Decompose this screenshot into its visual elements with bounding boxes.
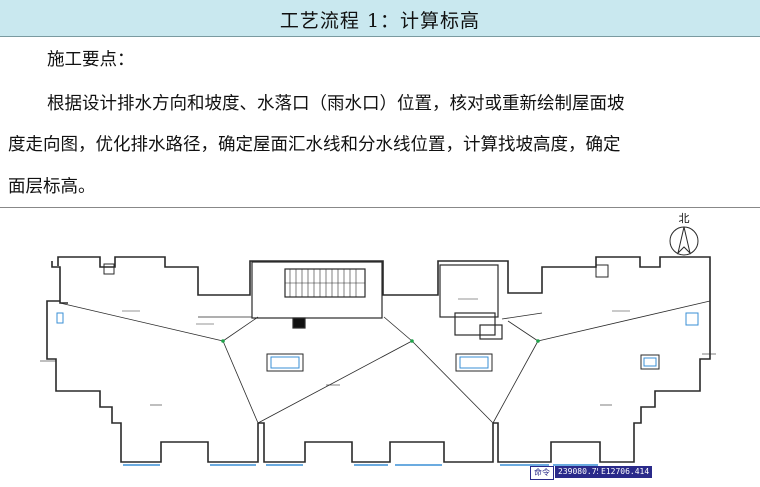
roof-slope-drawing: 北 — [0, 209, 760, 483]
page-header: 工艺流程 1：计算标高 — [0, 0, 760, 37]
north-label: 北 — [679, 212, 690, 225]
roof-openings — [56, 263, 699, 372]
paragraph-line-1: 根据设计排水方向和坡度、水落口（雨水口）位置，核对或重新绘制屋面坡 — [47, 94, 625, 114]
machine-room — [439, 264, 503, 340]
paragraph-line-3: 面层标高。 — [8, 177, 96, 197]
elevation-annotations — [40, 298, 716, 406]
slope-lines — [59, 300, 711, 424]
drain-points — [221, 339, 540, 343]
paragraph-line-2: 度走向图，优化排水路径，确定屋面汇水线和分水线位置，计算找坡高度，确定 — [8, 135, 621, 155]
construction-points-heading: 施工要点： — [47, 50, 135, 70]
roof-plan-svg: 北 — [40, 212, 716, 466]
command-label: 命令 — [530, 466, 554, 480]
content-section: 施工要点： 根据设计排水方向和坡度、水落口（雨水口）位置，核对或重新绘制屋面坡 … — [0, 37, 760, 208]
stair-core — [251, 261, 383, 329]
coordinate-readout-y: E12706.414 — [598, 466, 653, 478]
north-arrow — [669, 226, 699, 256]
page-title: 工艺流程 1：计算标高 — [279, 10, 481, 32]
roof-outline — [46, 256, 711, 463]
coordinate-readout-x: 239080.750 — [555, 466, 610, 478]
